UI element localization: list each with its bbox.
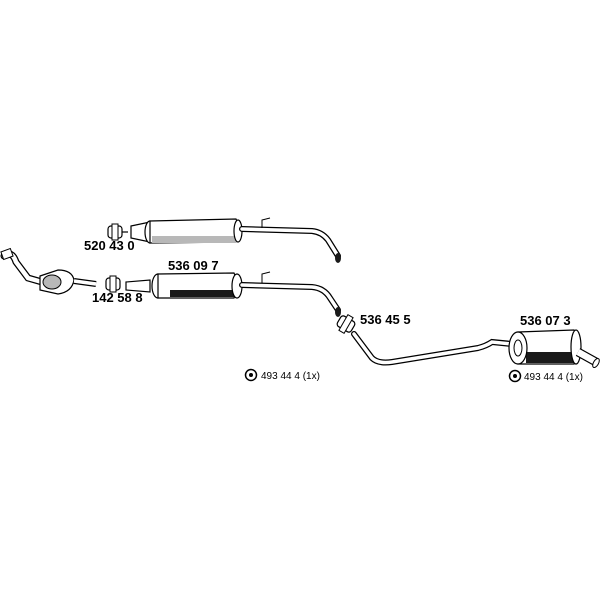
clamp-center-icon[interactable] bbox=[336, 314, 356, 334]
clamp-upper-icon[interactable] bbox=[107, 223, 128, 241]
intermediate-pipe-icon bbox=[239, 271, 341, 317]
rubber-mount-icon bbox=[508, 369, 522, 383]
upper-assembly: 520 43 0 bbox=[84, 217, 341, 263]
label-mount-left: 493 44 4 (1x) bbox=[261, 371, 320, 382]
label-mount-right: 493 44 4 (1x) bbox=[524, 372, 583, 383]
mount-left[interactable]: 493 44 4 (1x) bbox=[244, 368, 320, 383]
clamp-lower-icon[interactable] bbox=[105, 275, 121, 293]
rear-pipe-icon bbox=[351, 331, 515, 366]
mount-right[interactable]: 493 44 4 (1x) bbox=[508, 369, 583, 384]
upper-silencer-icon[interactable] bbox=[130, 218, 243, 244]
label-clamp-upper: 520 43 0 bbox=[84, 238, 135, 253]
lower-assembly: 142 58 8 536 09 7 536 45 5 536 07 3 bbox=[0, 247, 600, 369]
label-rear-silencer: 536 07 3 bbox=[520, 313, 571, 328]
catalytic-converter-icon[interactable] bbox=[0, 247, 97, 295]
middle-silencer-icon[interactable] bbox=[125, 272, 243, 299]
upper-tailpipe-icon bbox=[239, 217, 341, 263]
rubber-mount-icon bbox=[244, 368, 258, 382]
label-clamp-center: 536 45 5 bbox=[360, 312, 411, 327]
label-clamp-lower: 142 58 8 bbox=[92, 290, 143, 305]
label-middle-silencer: 536 09 7 bbox=[168, 258, 219, 273]
rear-silencer-icon[interactable] bbox=[508, 329, 600, 369]
